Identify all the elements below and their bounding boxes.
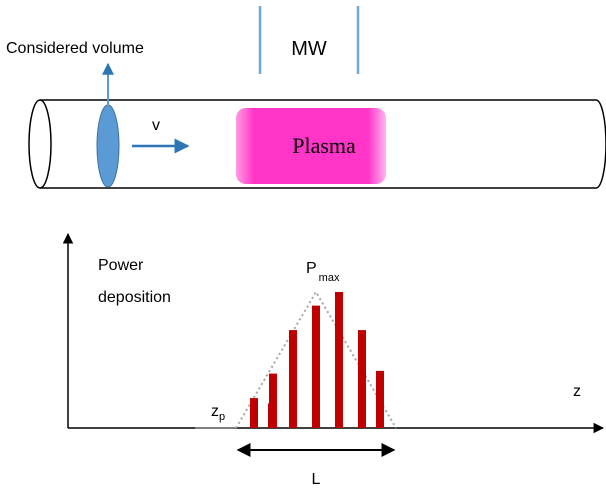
tube-left-end: [28, 99, 52, 189]
considered-volume-disk: [96, 104, 120, 188]
pmax-label: Pmax: [306, 260, 340, 284]
length-label: L: [312, 471, 321, 488]
velocity-label: v: [152, 117, 160, 134]
pmax-subscript: max: [319, 272, 340, 284]
zp-subscript: p: [219, 411, 225, 423]
y-axis-label-line1: Power: [98, 257, 144, 274]
plasma-label: Plasma: [292, 133, 356, 158]
plasma-region: [236, 108, 386, 184]
deposition-bar: [312, 305, 320, 428]
y-axis-label-line2: deposition: [98, 289, 171, 306]
deposition-bar: [269, 373, 277, 428]
deposition-bar: [335, 292, 343, 428]
considered-volume-label: Considered volume: [6, 40, 144, 57]
deposition-bar: [268, 403, 276, 428]
zp-label: zp: [211, 403, 225, 423]
tube-illustration: Plasma Considered volume v MW: [6, 6, 606, 189]
z-axis-label: z: [573, 383, 581, 400]
pmax-main: P: [306, 260, 317, 277]
mw-label: MW: [291, 38, 327, 60]
deposition-bars: [250, 292, 384, 428]
power-deposition-plot: Power deposition z zp Pmax L: [62, 232, 605, 488]
deposition-bar: [289, 330, 297, 428]
zp-main: z: [211, 403, 219, 420]
deposition-bar: [376, 370, 384, 428]
deposition-bar: [250, 398, 258, 428]
deposition-bar: [358, 330, 366, 428]
